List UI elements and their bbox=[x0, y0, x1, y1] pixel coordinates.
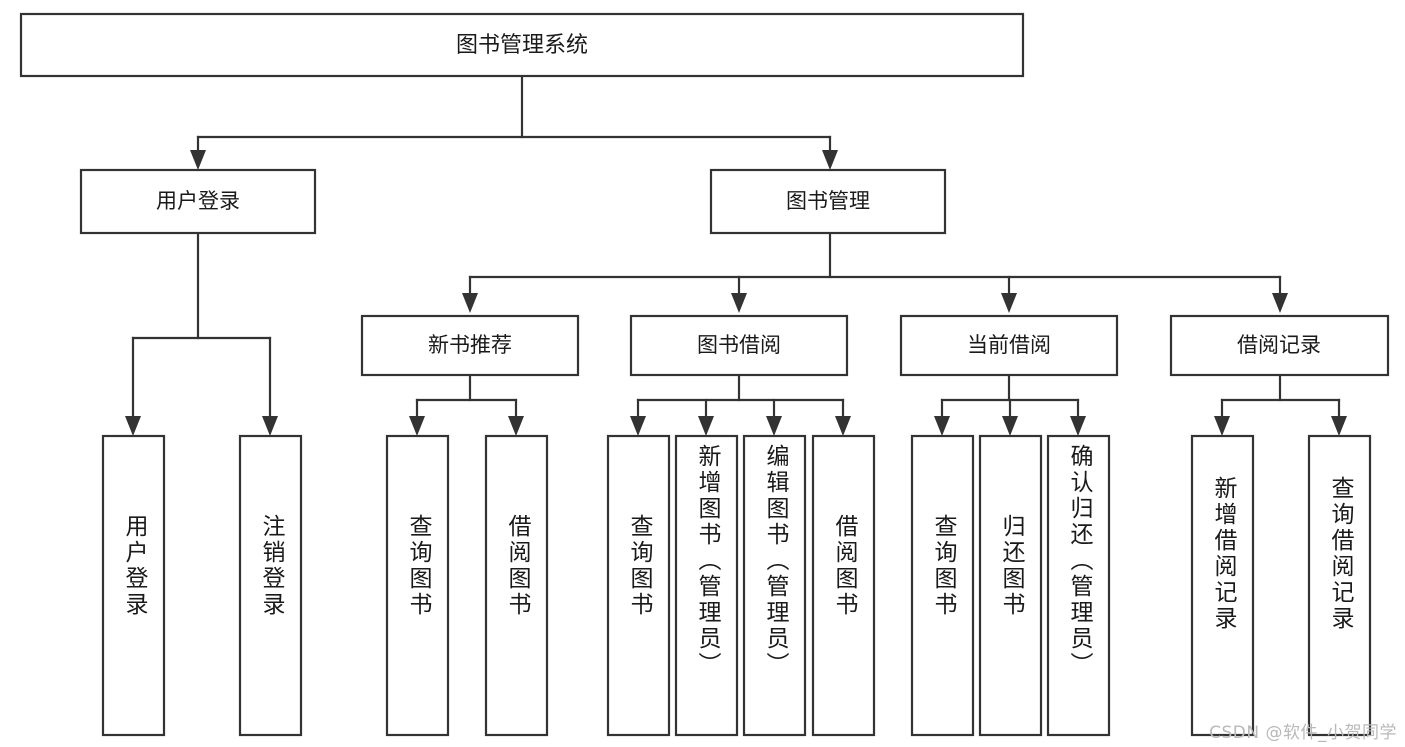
node-new-book-recommend-box[interactable] bbox=[360, 314, 580, 377]
arrow-icon-newbook-borrow bbox=[508, 416, 524, 436]
leaf-box-logout[interactable] bbox=[238, 434, 303, 737]
leaf-box-bb-add[interactable] bbox=[674, 434, 739, 737]
node-new-book-recommend-label: 新书推荐 bbox=[428, 333, 512, 357]
node-book-management-box[interactable] bbox=[709, 168, 947, 235]
node-current-borrow-box[interactable] bbox=[899, 314, 1119, 377]
node-user-login-box[interactable] bbox=[79, 168, 317, 235]
node-book-borrow-box[interactable] bbox=[629, 314, 849, 377]
connector-borrowrecord-to-leaves bbox=[1214, 373, 1347, 436]
leaf-box-user-login[interactable] bbox=[101, 434, 166, 737]
node-root-label: 图书管理系统 bbox=[456, 33, 588, 58]
arrow-icon-leaf-logout bbox=[262, 416, 278, 436]
arrow-icon-cb-query bbox=[934, 416, 950, 436]
arrow-icon-book-borrow bbox=[731, 293, 747, 313]
connector-bookmgmt-to-level2 bbox=[462, 231, 1288, 313]
node-book-borrow[interactable]: 图书借阅 bbox=[629, 314, 849, 377]
node-current-borrow[interactable]: 当前借阅 bbox=[899, 314, 1119, 377]
leaf-box-cb-confirm[interactable] bbox=[1046, 434, 1111, 737]
arrow-icon-leaf-user-login bbox=[125, 416, 141, 436]
connector-bookborrow-to-leaves bbox=[630, 373, 851, 436]
arrow-icon-br-query bbox=[1331, 416, 1347, 436]
arrow-icon-new-book bbox=[462, 293, 478, 313]
arrow-icon-bb-add bbox=[698, 416, 714, 436]
node-book-management[interactable]: 图书管理 bbox=[709, 168, 947, 235]
arrow-icon-book-mgmt bbox=[822, 150, 838, 170]
node-user-login-label: 用户登录 bbox=[156, 189, 240, 213]
arrow-icon-borrow-record bbox=[1272, 293, 1288, 313]
node-current-borrow-label: 当前借阅 bbox=[967, 333, 1051, 357]
leaf-box-cb-query[interactable] bbox=[910, 434, 975, 737]
watermark-text: CSDN @软件_小贺同学 bbox=[1209, 723, 1397, 743]
connector-root-to-level1 bbox=[190, 74, 838, 170]
connector-currentborrow-to-leaves bbox=[934, 373, 1086, 436]
connector-userlogin-to-leaves bbox=[125, 231, 278, 436]
node-user-login[interactable]: 用户登录 bbox=[79, 168, 317, 235]
leaf-box-newbook-borrow[interactable] bbox=[484, 434, 549, 737]
arrow-icon-current-borrow bbox=[1001, 293, 1017, 313]
node-borrow-record[interactable]: 借阅记录 bbox=[1169, 314, 1390, 377]
arrow-icon-cb-confirm bbox=[1070, 416, 1086, 436]
leaf-box-bb-query[interactable] bbox=[606, 434, 671, 737]
arrow-icon-cb-return bbox=[1002, 416, 1018, 436]
arrow-icon-bb-borrow bbox=[835, 416, 851, 436]
node-new-book-recommend[interactable]: 新书推荐 bbox=[360, 314, 580, 377]
node-book-borrow-label: 图书借阅 bbox=[697, 333, 781, 357]
node-borrow-record-box[interactable] bbox=[1169, 314, 1390, 377]
connector-newbook-to-leaves bbox=[409, 373, 524, 436]
node-book-management-label: 图书管理 bbox=[786, 189, 870, 213]
arrow-icon-bb-edit bbox=[766, 416, 782, 436]
leaf-box-cb-return[interactable] bbox=[978, 434, 1043, 737]
arrow-icon-newbook-query bbox=[409, 416, 425, 436]
arrow-icon-bb-query bbox=[630, 416, 646, 436]
node-root[interactable]: 图书管理系统 bbox=[19, 12, 1025, 78]
leaf-box-br-query[interactable] bbox=[1307, 434, 1372, 737]
leaf-box-newbook-query[interactable] bbox=[385, 434, 450, 737]
node-borrow-record-label: 借阅记录 bbox=[1237, 333, 1321, 357]
leaf-box-bb-borrow[interactable] bbox=[811, 434, 876, 737]
arrow-icon-user-login bbox=[190, 150, 206, 170]
leaf-box-br-add[interactable] bbox=[1190, 434, 1255, 737]
node-root-box[interactable] bbox=[19, 12, 1025, 78]
leaf-box-bb-edit[interactable] bbox=[742, 434, 807, 737]
arrow-icon-br-add bbox=[1214, 416, 1230, 436]
